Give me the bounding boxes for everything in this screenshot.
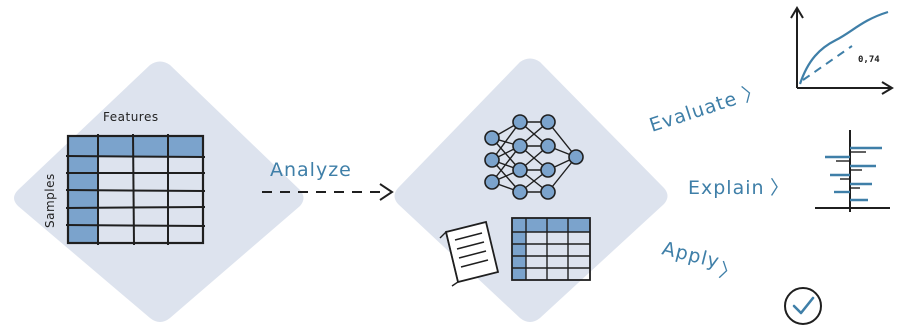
explain-output: Explain 〉 (688, 130, 890, 212)
sample-index-column (68, 156, 98, 243)
analyze-label: Analyze (270, 159, 352, 181)
center-diamond-background (394, 58, 668, 322)
feature-importance-icon (815, 130, 890, 212)
explain-label: Explain (688, 177, 765, 199)
apply-output: Apply 〉 (660, 238, 822, 325)
small-table-icon (511, 217, 591, 281)
feature-table-column-lines (97, 133, 169, 246)
evaluate-output: Evaluate 〉 0,74 (647, 6, 894, 137)
roc-score-label: 0,74 (858, 55, 880, 65)
document-icon (439, 220, 500, 287)
check-circle-icon (784, 287, 822, 325)
analyze-arrowhead (379, 183, 394, 201)
explain-arrow-icon: 〉 (770, 177, 790, 199)
samples-label: Samples (43, 173, 57, 228)
left-diamond-background (14, 61, 304, 322)
feature-table (65, 133, 206, 246)
neural-network-icon (484, 114, 584, 200)
apply-label: Apply (660, 238, 722, 274)
model-panel (394, 58, 668, 322)
evaluate-label: Evaluate (647, 88, 740, 137)
apply-arrow-icon: 〉 (717, 260, 742, 286)
analyze-arrow: Analyze (262, 159, 394, 201)
feature-header-row (68, 136, 203, 156)
evaluate-arrow-icon: 〉 (740, 80, 766, 107)
data-table-panel: Features Samples (14, 61, 304, 322)
roc-chart-icon: 0,74 (790, 6, 894, 95)
features-label: Features (103, 110, 159, 124)
feature-table-row-lines (65, 155, 206, 227)
